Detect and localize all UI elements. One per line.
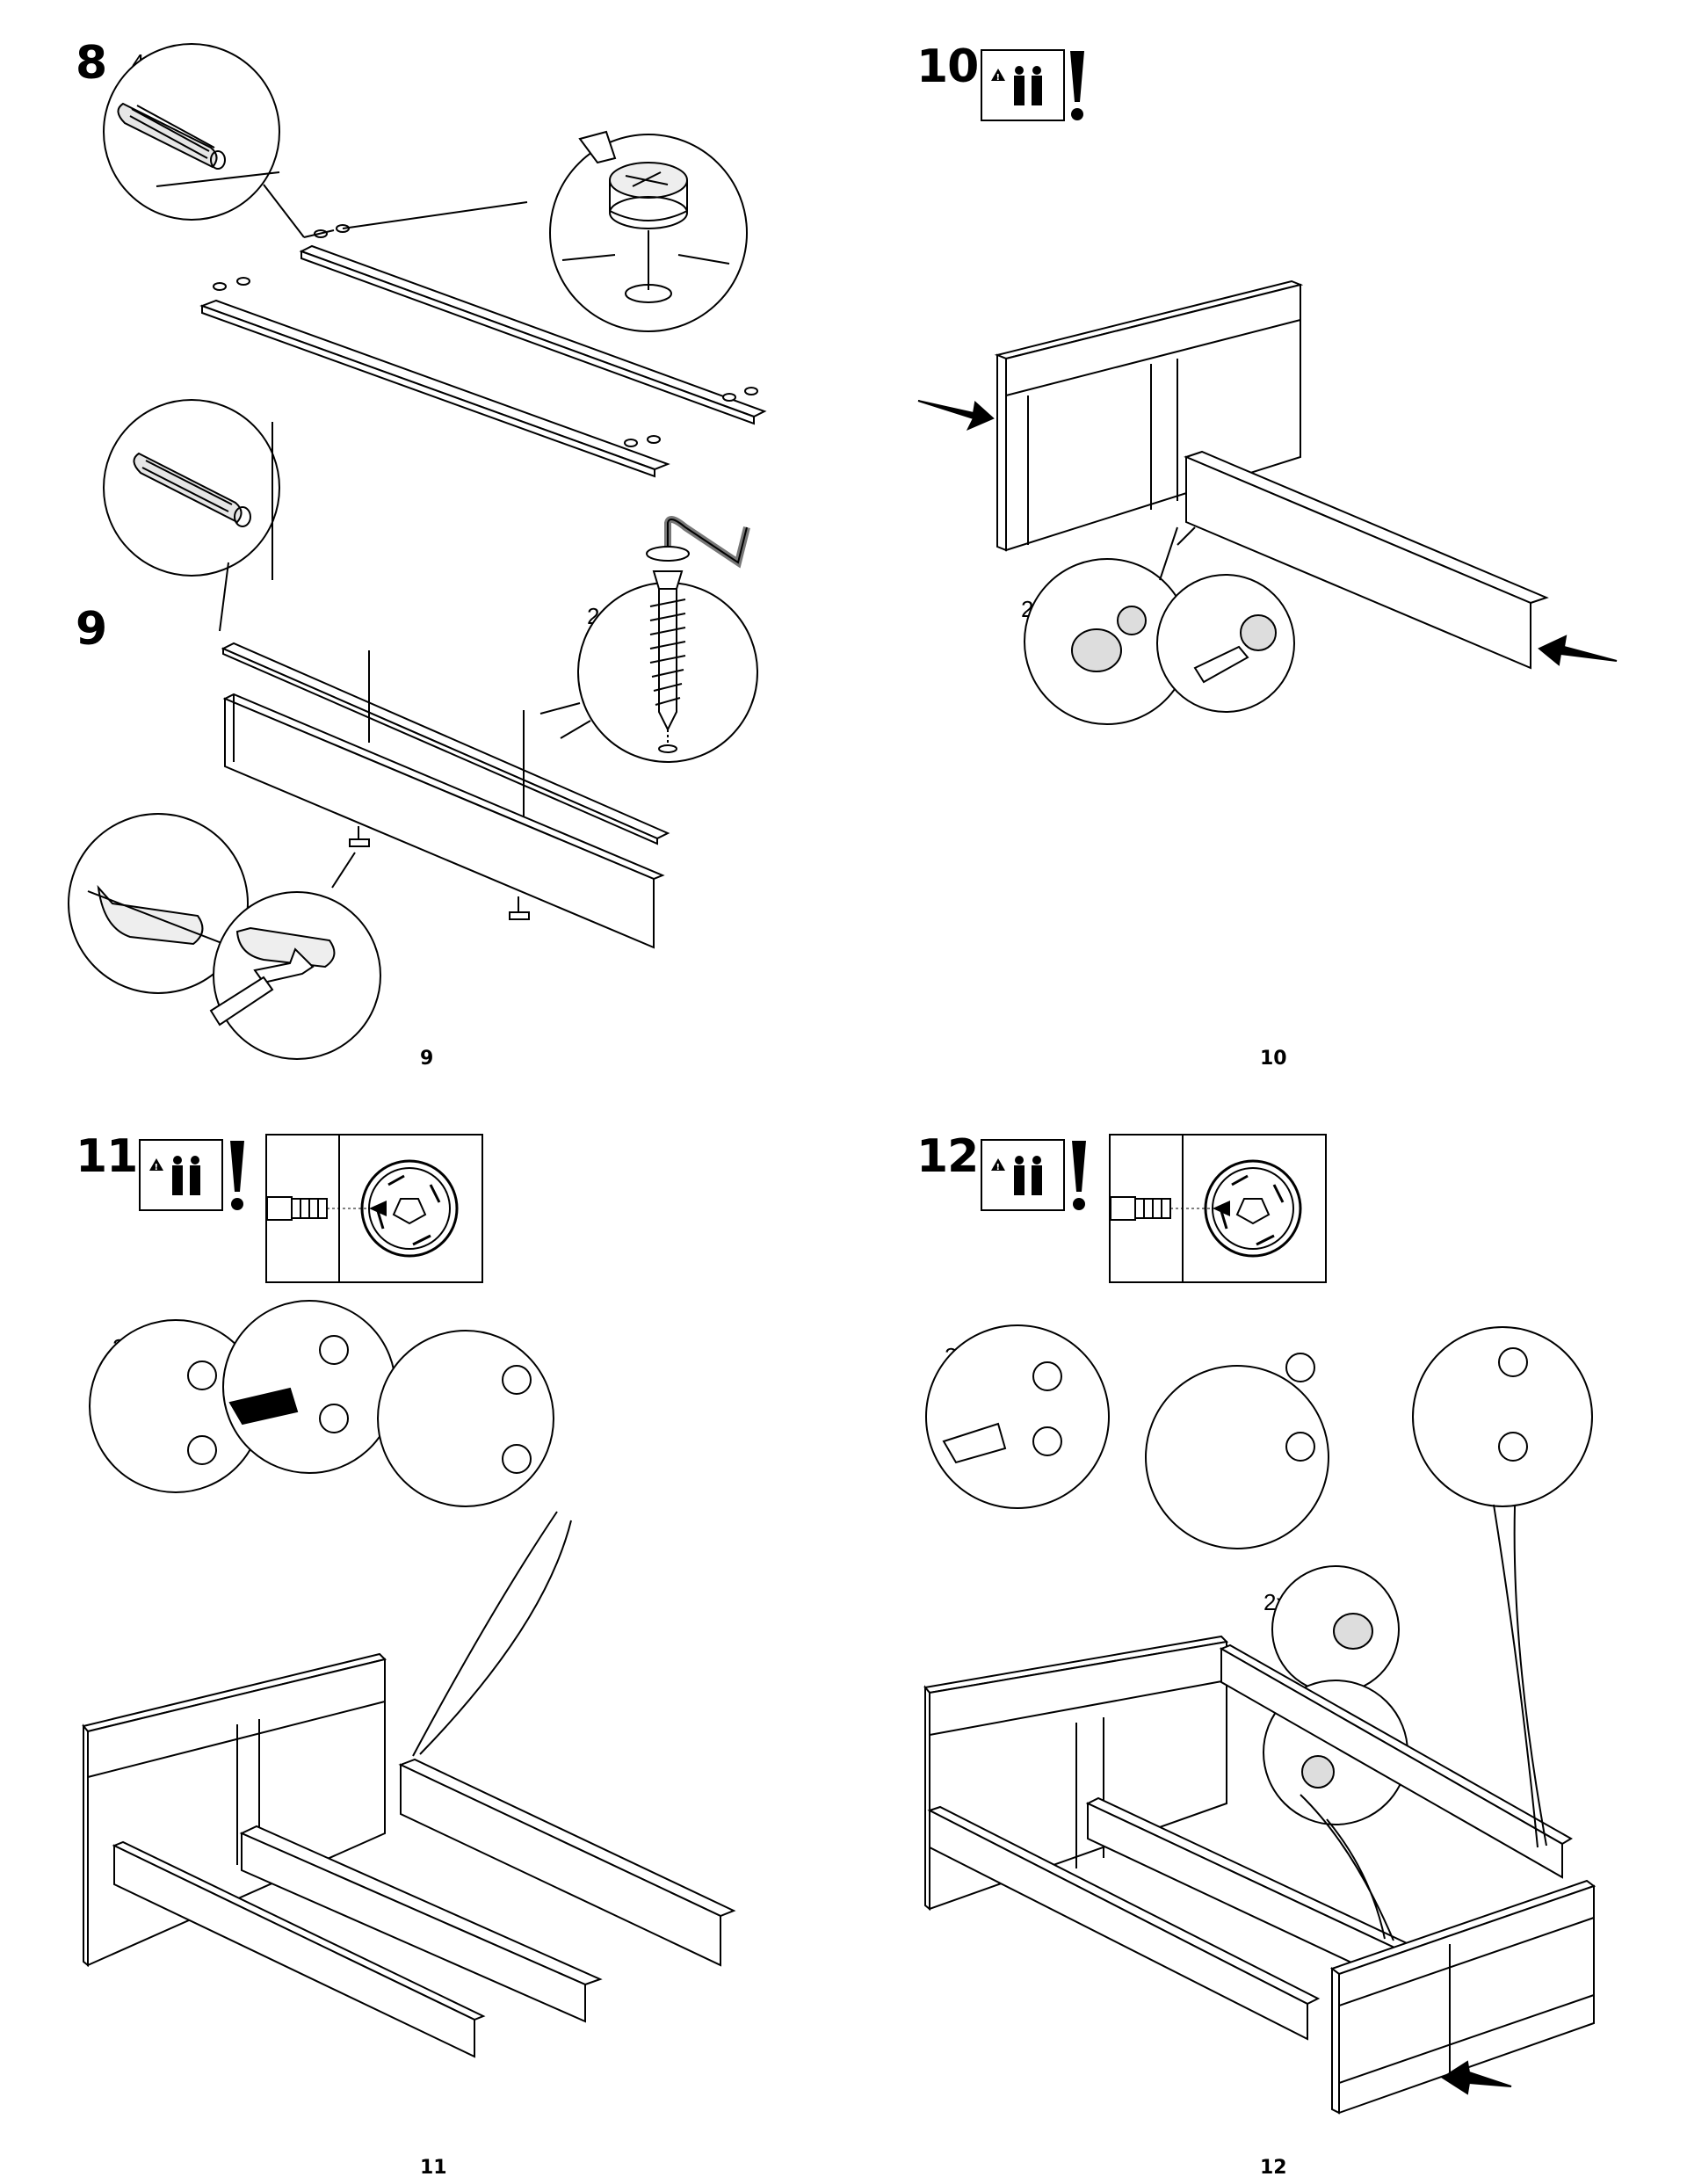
cam-lock-icon (1071, 606, 1277, 672)
dowel-icon (133, 452, 251, 527)
step-11-rail-3 (398, 1758, 736, 1967)
page-number-9: 9 (420, 1048, 434, 1070)
step-8-illustration (103, 43, 767, 478)
step-11-illustration (82, 1300, 736, 2058)
step-10-illustration (917, 279, 1618, 725)
exclamation-icon (230, 1141, 244, 1210)
step-12-left-rail (927, 1805, 1321, 2041)
cam-lock-icon (187, 1335, 532, 1474)
svg-text:!: ! (155, 1163, 159, 1172)
step-9-illustration (68, 399, 758, 1060)
step-8-side-rail-1 (299, 244, 767, 425)
two-person-icon: ! (991, 66, 1042, 105)
step-9-number: 9 (76, 603, 107, 656)
step-8-dowel-magnifier (103, 43, 280, 221)
step-11-two-person-warning: ! (139, 1139, 223, 1211)
push-arrow-icon (1538, 635, 1618, 666)
exclamation-icon (1070, 51, 1084, 120)
cam-lock-icon (360, 1159, 459, 1258)
page-number-11: 11 (420, 2157, 447, 2179)
step-11-magnifier-2 (222, 1300, 396, 1474)
step-12-number: 12 (916, 1130, 979, 1183)
step-12-footboard (1329, 1879, 1596, 2115)
step-12-two-person-warning: ! (981, 1139, 1065, 1211)
step-11-cam-orientation-hint (265, 1134, 483, 1283)
svg-text:!: ! (996, 1163, 1001, 1172)
step-11-rail-2 (239, 1825, 603, 2023)
push-arrow-icon (1441, 2060, 1512, 2095)
step-11-magnifier-3 (377, 1330, 554, 1507)
step-12-right-rail (1219, 1643, 1573, 1879)
allen-key-icon (646, 516, 750, 569)
exclamation-icon (1072, 1141, 1086, 1210)
step-9-bracket-magnifier-1 (68, 813, 249, 994)
two-person-icon: ! (149, 1156, 200, 1195)
step-10-headboard (994, 279, 1304, 552)
step-8-number: 8 (76, 37, 107, 90)
pointing-hand-icon (942, 1422, 1007, 1464)
step-12-magnifier-1 (925, 1324, 1110, 1509)
step-11-rail-1 (112, 1840, 486, 2058)
push-arrow-icon (917, 400, 995, 431)
screw-icon (649, 570, 686, 753)
step-10-screwdriver-magnifier (1156, 574, 1295, 713)
page-number-10: 10 (1260, 1048, 1287, 1070)
cam-lock-icon (609, 162, 688, 303)
step-9-top-rail (221, 642, 670, 845)
pointing-hand-icon (578, 130, 617, 164)
two-person-icon: ! (991, 1156, 1042, 1195)
svg-text:!: ! (996, 73, 1001, 83)
hammer-icon (209, 947, 315, 1027)
step-12-magnifier-2 (1145, 1365, 1329, 1549)
step-11-number: 11 (76, 1130, 138, 1183)
step-10-side-rail (1184, 450, 1549, 670)
step-12-illustration (923, 1324, 1596, 2115)
step-8-side-rail-2 (199, 299, 670, 478)
step-9-front-board (222, 693, 665, 949)
step-12-magnifier-3 (1412, 1326, 1593, 1507)
dowel-icon (1134, 1198, 1171, 1219)
cam-lock-icon (1032, 1347, 1528, 1789)
page-number-12: 12 (1260, 2157, 1287, 2179)
step-10-number: 10 (916, 40, 979, 93)
dowel-icon (117, 102, 226, 170)
pointing-hand-icon (228, 1387, 299, 1426)
step-10-two-person-warning: ! (981, 49, 1065, 121)
step-12-cam-orientation-hint (1109, 1134, 1327, 1283)
